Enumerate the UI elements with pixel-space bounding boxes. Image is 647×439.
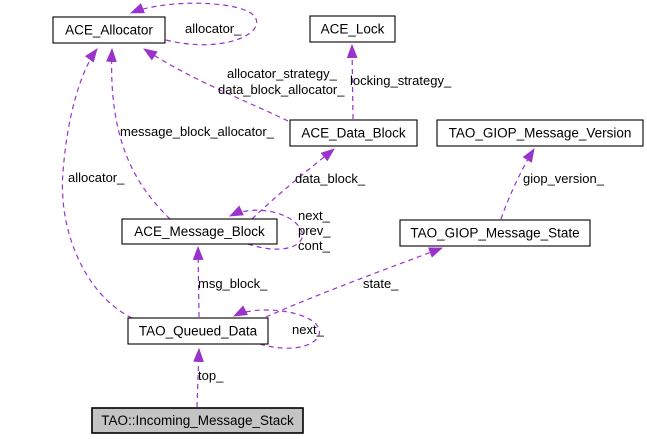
- edge-label-msg-block: msg_block_: [198, 276, 268, 291]
- edge-message-block-to-data-block: [251, 148, 335, 220]
- node-ace-allocator-box[interactable]: [52, 16, 166, 44]
- edge-label-cont: cont_: [298, 238, 331, 253]
- edge-label-top: top_: [198, 368, 224, 383]
- edge-queued-data-to-allocator: [61, 48, 133, 319]
- edge-label-data-block-allocator: data_block_allocator_: [218, 82, 345, 97]
- edge-queued-data-to-message-block: [192, 245, 204, 318]
- node-ace-lock-box[interactable]: [309, 15, 396, 43]
- node-ace-message-block-box[interactable]: [121, 218, 278, 245]
- node-tao-giop-message-state-box[interactable]: [399, 219, 591, 247]
- edge-labels: allocator_ allocator_strategy_ data_bloc…: [68, 21, 605, 383]
- node-ace-data-block-box[interactable]: [289, 119, 418, 147]
- node-tao-giop-message-version-box[interactable]: [436, 119, 644, 147]
- node-ace-lock-label: ACE_Lock: [321, 22, 385, 37]
- node-tao-incoming-message-stack-box: [91, 407, 304, 434]
- edge-state-to-version: [500, 148, 535, 220]
- edge-label-allocator-left: allocator_: [68, 170, 125, 185]
- node-tao-giop-message-state[interactable]: TAO_GIOP_Message_State: [399, 219, 591, 247]
- node-tao-queued-data-box[interactable]: [127, 317, 269, 345]
- edges: [61, 2, 535, 408]
- edge-label-next-queued: next_: [292, 322, 325, 337]
- node-ace-allocator-label: ACE_Allocator: [65, 23, 153, 38]
- node-ace-allocator[interactable]: ACE_Allocator: [52, 16, 166, 44]
- edge-label-prev: prev_: [298, 223, 331, 238]
- node-tao-giop-message-version[interactable]: TAO_GIOP_Message_Version: [436, 119, 644, 147]
- node-ace-lock[interactable]: ACE_Lock: [309, 15, 396, 43]
- edge-queued-data-to-state: [265, 247, 444, 318]
- edge-label-message-block-allocator: message_block_allocator_: [120, 124, 275, 139]
- edge-label-state: state_: [363, 276, 399, 291]
- node-ace-data-block-label: ACE_Data_Block: [301, 126, 406, 141]
- edge-data-block-to-allocator: [143, 48, 289, 122]
- node-ace-message-block-label: ACE_Message_Block: [134, 224, 265, 239]
- edge-data-block-to-lock: [346, 43, 358, 120]
- edge-label-locking-strategy: locking_strategy_: [350, 73, 452, 88]
- edge-label-allocator-strategy: allocator_strategy_: [227, 66, 338, 81]
- node-tao-incoming-message-stack: TAO::Incoming_Message_Stack: [91, 407, 304, 434]
- edge-label-next: next_: [298, 208, 331, 223]
- edge-label-giop-version: giop_version_: [523, 171, 605, 186]
- node-ace-data-block[interactable]: ACE_Data_Block: [289, 119, 418, 147]
- edge-label-allocator-self: allocator_: [185, 21, 242, 36]
- edge-incoming-stack-to-queued-data: [193, 347, 204, 408]
- node-tao-queued-data-label: TAO_Queued_Data: [139, 324, 258, 339]
- edge-message-block-to-allocator: [106, 47, 171, 220]
- edge-label-data-block: data_block_: [295, 171, 366, 186]
- edge-queued-data-self: [233, 305, 320, 349]
- node-ace-message-block[interactable]: ACE_Message_Block: [121, 218, 278, 245]
- node-tao-queued-data[interactable]: TAO_Queued_Data: [127, 317, 269, 345]
- edge-message-block-self: [229, 205, 303, 250]
- node-tao-incoming-message-stack-label: TAO::Incoming_Message_Stack: [101, 413, 294, 428]
- node-tao-giop-message-state-label: TAO_GIOP_Message_State: [410, 226, 579, 241]
- node-tao-giop-message-version-label: TAO_GIOP_Message_Version: [449, 126, 632, 141]
- edge-ace-allocator-self-allocator: [130, 2, 258, 46]
